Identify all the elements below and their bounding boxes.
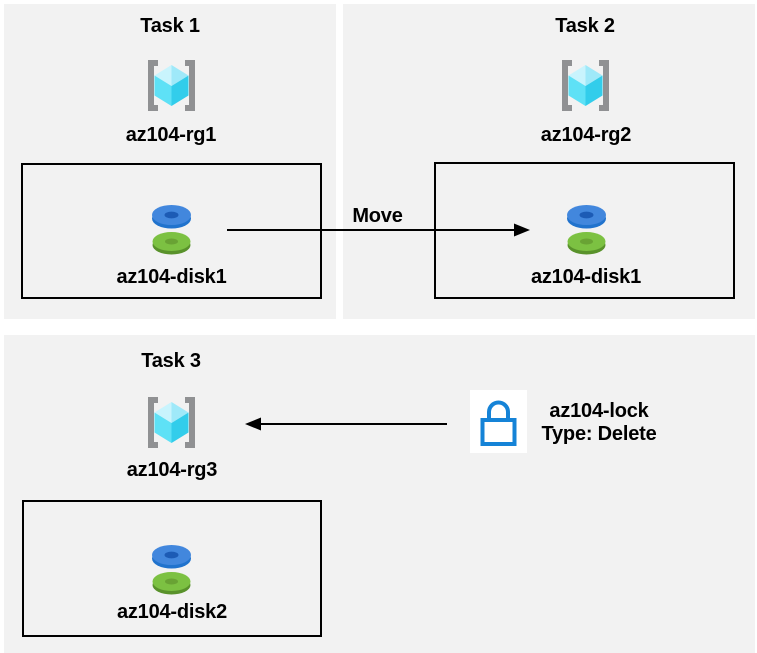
task1-panel: Task 1 az104-rg1 az104-disk1 [4, 4, 336, 319]
task2-panel: Task 2 az104-rg2 az104-disk1 [343, 4, 755, 319]
resource-group-label: az104-rg1 [125, 124, 217, 146]
disk-icon [558, 200, 615, 257]
resource-group-icon [143, 58, 200, 113]
disk-label: az104-disk1 [116, 266, 227, 288]
disk-icon [143, 200, 200, 257]
resource-group-label: az104-rg3 [126, 459, 218, 481]
lock-annotation: az104-lock Type: Delete [537, 400, 661, 446]
resource-group-label: az104-rg2 [540, 124, 632, 146]
lock-type-label: Type: Delete [541, 423, 657, 445]
disk-label: az104-disk1 [530, 266, 642, 288]
lock-icon [470, 390, 527, 453]
task1-title: Task 1 [140, 15, 200, 37]
move-arrow-label: Move [352, 205, 403, 227]
lock-name-label: az104-lock [549, 400, 649, 422]
disk-icon [143, 540, 200, 597]
task3-panel: Task 3 az104-rg3 az104-disk2 [4, 335, 755, 653]
resource-group-icon [557, 58, 614, 113]
disk-container-box [21, 163, 322, 299]
task2-title: Task 2 [555, 15, 615, 37]
resource-group-icon [143, 395, 200, 450]
disk-label: az104-disk2 [116, 601, 228, 623]
task3-title: Task 3 [141, 350, 201, 372]
disk-container-box [22, 500, 322, 637]
